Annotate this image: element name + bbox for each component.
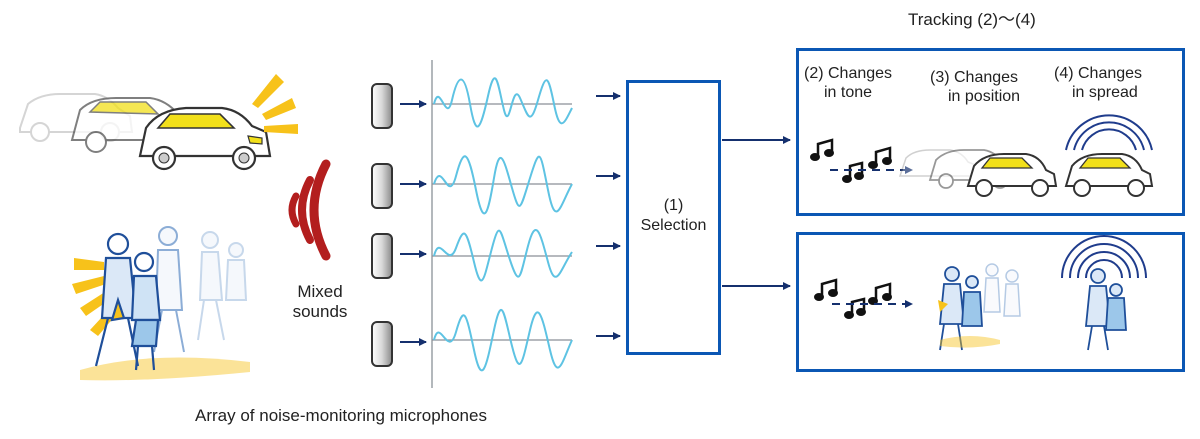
caption-changes-in-spread: (4) Changes in spread <box>1054 64 1142 102</box>
output-arrows <box>722 136 791 290</box>
car-group-icon <box>19 74 298 171</box>
caption-position-line1: (3) Changes <box>930 69 1019 86</box>
microphone-array <box>371 83 427 367</box>
caption-spread-line1: (4) Changes <box>1054 65 1143 82</box>
selection-box: (1) Selection <box>626 80 721 355</box>
caption-position-line2: in position <box>948 88 1021 106</box>
caption-changes-in-tone: (2) Changes in tone <box>804 64 892 102</box>
selection-label: (1) Selection <box>629 196 718 236</box>
caption-spread-line2: in spread <box>1072 84 1138 102</box>
pedestrian-position-icon <box>938 263 1021 351</box>
selection-text: Selection <box>640 217 707 234</box>
caption-tone-line1: (2) Changes <box>804 65 893 82</box>
pedestrian-group-icon <box>72 226 250 381</box>
waveform-3 <box>433 229 573 282</box>
microphone-icon <box>371 163 427 209</box>
spread-rings-icon <box>1061 235 1147 279</box>
tracking-box-pedestrians <box>796 232 1185 372</box>
microphone-icon <box>371 83 427 129</box>
waveform-panel <box>431 60 573 388</box>
waveform-2 <box>433 155 573 215</box>
sound-wave-icon <box>288 159 331 261</box>
car-spread-icon <box>1064 153 1154 197</box>
car-position-icon <box>898 149 1058 197</box>
mixed-sounds-line1: Mixed <box>297 282 343 301</box>
mixed-sounds-line2: sounds <box>292 301 348 321</box>
waveform-4 <box>433 309 573 372</box>
tracking-box-vehicles <box>796 48 1185 216</box>
mixed-sounds-label: Mixed sounds <box>285 282 355 321</box>
microphone-icon <box>371 233 427 279</box>
caption-changes-in-position: (3) Changes in position <box>930 68 1020 106</box>
spread-rings-icon <box>1065 114 1153 151</box>
caption-tone-line2: in tone <box>824 84 873 102</box>
tracking-title: Tracking (2)〜(4) <box>908 10 1036 29</box>
input-arrows <box>596 92 621 340</box>
array-caption: Array of noise-monitoring microphones <box>195 406 487 425</box>
microphone-icon <box>371 321 427 367</box>
waveform-1 <box>433 77 573 128</box>
pedestrian-spread-icon <box>1085 268 1127 351</box>
selection-number: (1) <box>663 197 684 214</box>
